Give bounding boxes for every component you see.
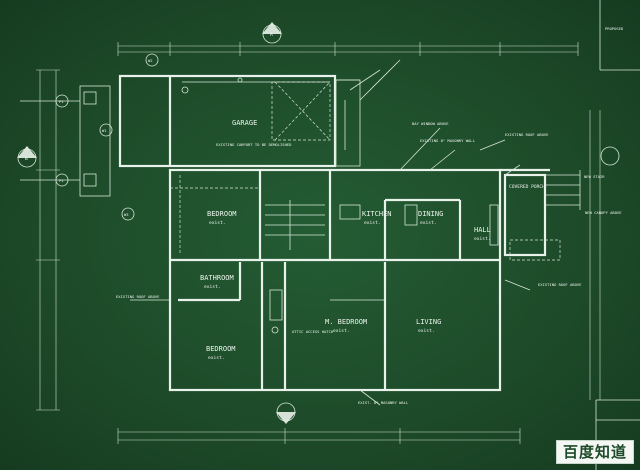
room-bedroom-1: BEDROOM [207, 210, 237, 218]
room-bedroom-2: BEDROOM [206, 345, 236, 353]
interior-details [170, 77, 499, 334]
note-roof-above-left: EXISTING ROOF ABOVE [116, 294, 160, 299]
room-dining: DINING [418, 210, 443, 218]
watermark-logo: 百度知道 [556, 440, 634, 464]
room-bedroom-2-sub: exist. [208, 355, 225, 361]
room-garage: GARAGE [232, 119, 257, 127]
sheet-border: PROPOSED [595, 0, 640, 470]
note-new-canopy: NEW CANOPY ABOVE [585, 210, 622, 215]
dimension-lines [36, 42, 601, 444]
leader-lines [130, 59, 531, 406]
note-attic: ATTIC ACCESS HATCH [292, 329, 334, 334]
tag-w2: W2 [148, 58, 153, 63]
room-living: LIVING [416, 318, 441, 326]
note-bay-window: BAY WINDOW ABOVE [412, 121, 449, 126]
tag-w3: W3 [124, 212, 129, 217]
room-dining-sub: exist. [420, 220, 437, 226]
tag-labels: W2 W1 P1 P1 W3 A B [25, 32, 273, 217]
note-roof-above-right: EXISTING ROOF ABOVE [538, 282, 582, 287]
porch-area [503, 170, 581, 261]
room-hall-sub: exist. [474, 236, 491, 242]
note-masonry-wall: EXISTING 8" MASONRY WALL [420, 138, 476, 143]
left-balcony [20, 85, 111, 197]
note-exist-masonry: EXIST. 8" MASONRY WALL [358, 400, 409, 405]
room-master-bedroom-sub: exist. [333, 328, 350, 334]
tag-p1-b: P1 [59, 178, 64, 183]
note-roof-above: EXISTING ROOF ABOVE [505, 132, 549, 137]
room-bathroom: BATHROOM [200, 274, 234, 282]
room-kitchen-sub: exist. [364, 220, 381, 226]
section-markers [17, 22, 620, 424]
room-kitchen: KITCHEN [362, 210, 392, 218]
drawing-notes: EXISTING CARPORT TO BE DEMOLISHED BAY WI… [116, 121, 622, 405]
room-labels: GARAGE BEDROOM exist. KITCHEN exist. DIN… [200, 119, 545, 361]
tag-w1: W1 [102, 128, 107, 133]
garage-area [118, 74, 361, 168]
note-carport: EXISTING CARPORT TO BE DEMOLISHED [216, 142, 292, 147]
room-living-sub: exist. [418, 328, 435, 334]
note-new-stair: NEW STAIR [584, 174, 605, 179]
tag-p1-a: P1 [59, 99, 64, 104]
room-master-bedroom: M. BEDROOM [325, 318, 367, 326]
section-marker-b: B [25, 156, 28, 162]
room-hall: HALL [474, 226, 491, 234]
room-porch: COVERED PORCH [509, 184, 545, 190]
room-bedroom-1-sub: exist. [209, 220, 226, 226]
room-bathroom-sub: exist. [204, 284, 221, 290]
title-top-right: PROPOSED [605, 26, 624, 31]
house-walls [168, 168, 550, 392]
section-marker-a: A [270, 32, 273, 38]
